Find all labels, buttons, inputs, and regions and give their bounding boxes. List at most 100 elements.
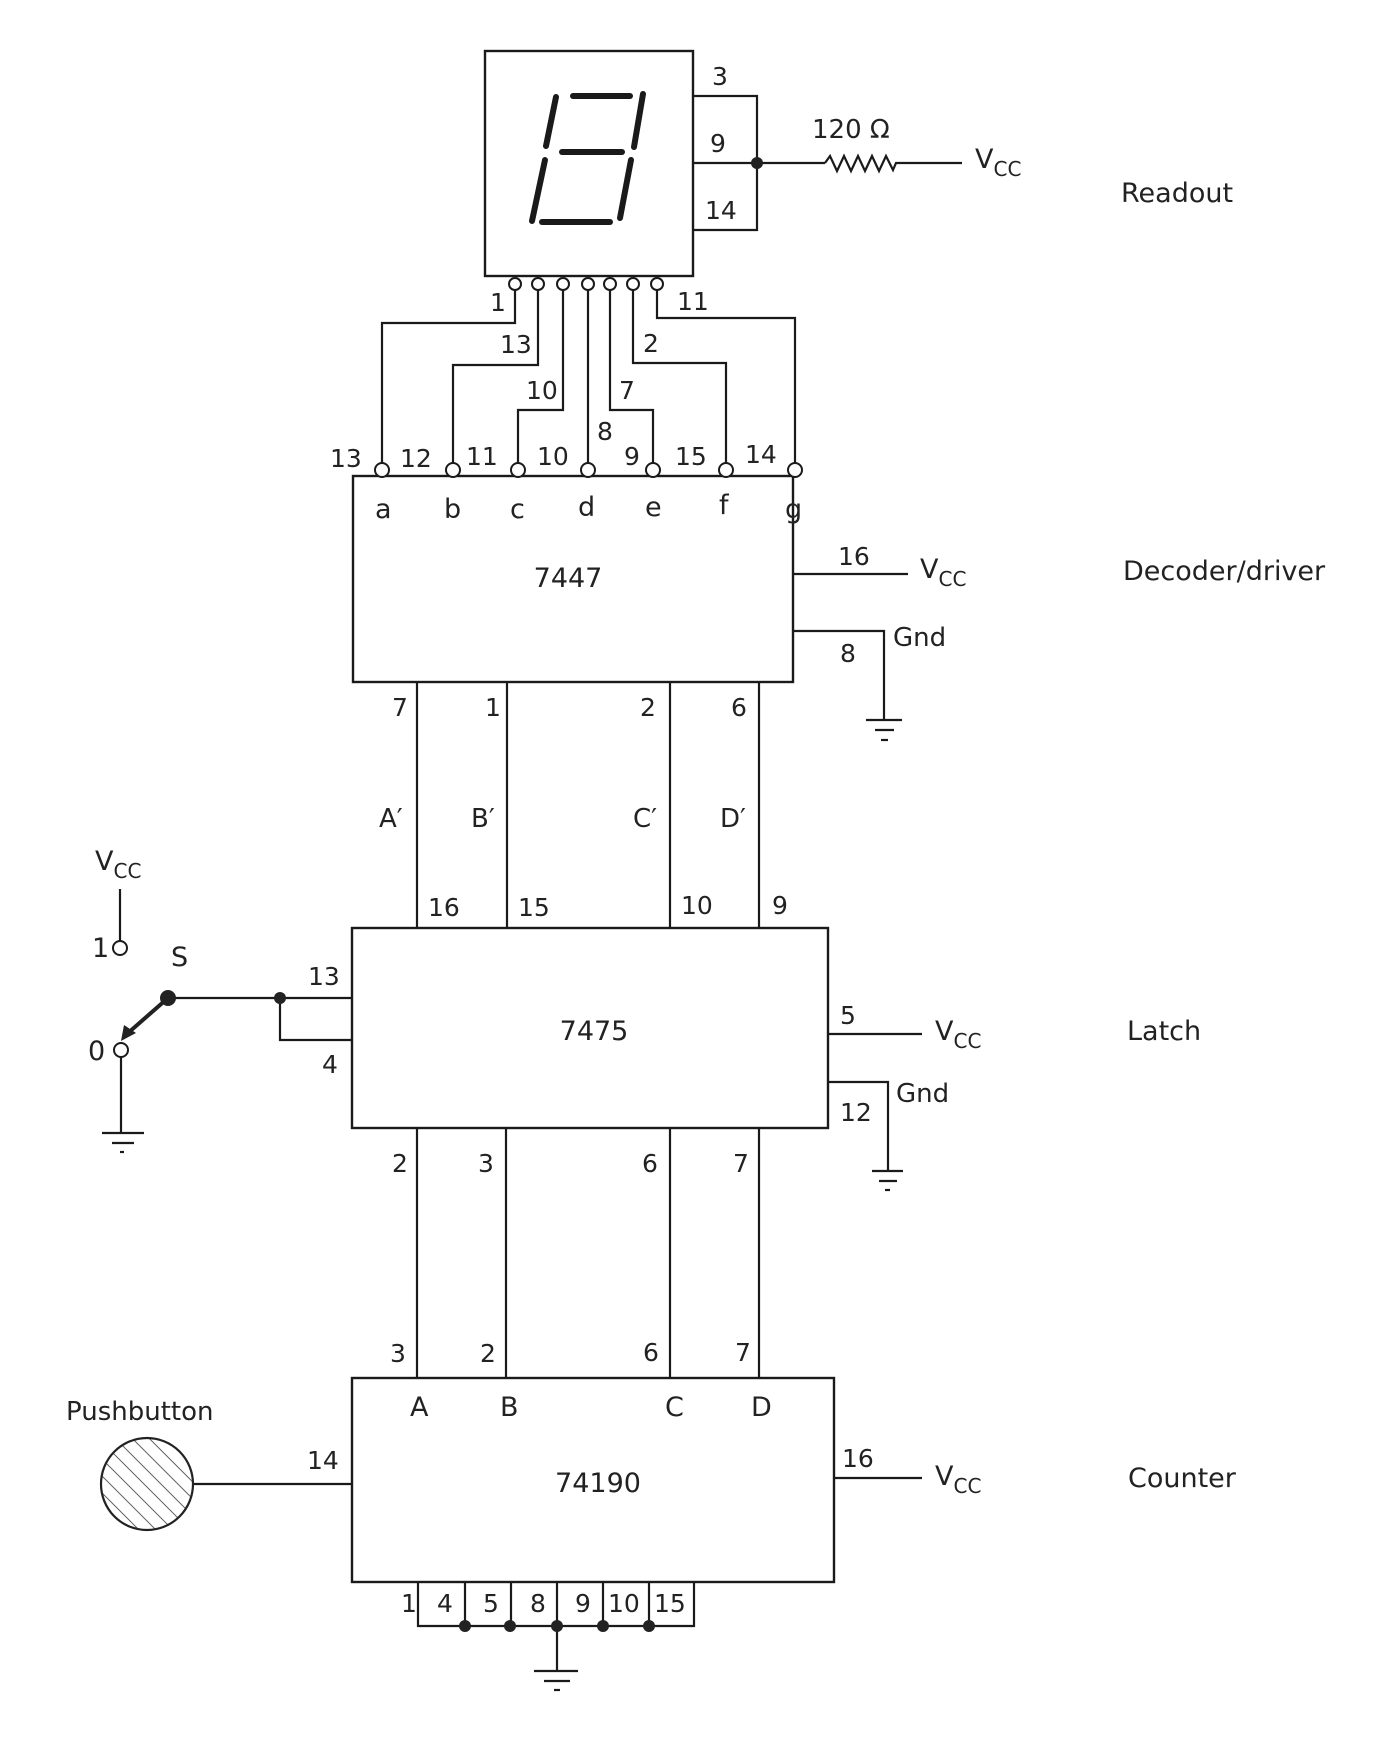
latch-pin-label: 12 — [840, 1098, 872, 1127]
pin-circle — [508, 277, 522, 291]
seven-segment-readout: 3 9 14 120 Ω VCC Readout — [483, 49, 1233, 278]
pin-circle — [531, 277, 545, 291]
latch-pin-label: 10 — [681, 891, 713, 920]
latch-pin-label: 3 — [478, 1149, 494, 1178]
readout-pin-label: 13 — [500, 330, 532, 359]
bus-line-label: A′ — [379, 804, 403, 834]
readout-pin-label: 10 — [526, 376, 558, 405]
vcc-label[interactable]: VCC — [95, 846, 141, 883]
readout-pin-label: 11 — [677, 287, 709, 316]
decoder-package — [351, 474, 795, 684]
pushbutton[interactable]: Pushbutton — [66, 1397, 213, 1532]
stage-label-decoder: Decoder/driver — [1123, 556, 1326, 587]
segment-name: c — [510, 494, 525, 525]
counter-pin-label: 4 — [437, 1589, 453, 1618]
decoder-pin-label: 8 — [840, 639, 856, 668]
decoder-pin-label: 15 — [675, 442, 707, 471]
segment-name: b — [444, 494, 461, 525]
decoder-pin-label: 16 — [838, 542, 870, 571]
latch-pin-label: 7 — [733, 1149, 749, 1178]
readout-pin-label: 2 — [643, 329, 659, 358]
arrow-head-icon[interactable] — [121, 1025, 136, 1041]
counter-pin-label: 6 — [643, 1338, 659, 1367]
ground-icon — [866, 718, 902, 742]
pin-circle — [581, 277, 595, 291]
ground-icon — [534, 1669, 578, 1692]
vcc-label: VCC — [935, 1461, 981, 1498]
readout-pin-label: 7 — [619, 376, 635, 405]
latch-7475: 7475 5 VCC 12 Gnd Latch 13 4 — [168, 926, 1201, 1192]
switch-name[interactable]: S — [171, 942, 188, 973]
segment-name: g — [785, 494, 802, 525]
resistor-icon — [824, 153, 962, 174]
resistor-value: 120 Ω — [812, 115, 890, 145]
latch-pin-label: 16 — [428, 893, 460, 922]
decoder-pin-label: 1 — [485, 693, 501, 722]
counter-pin-label: 5 — [483, 1589, 499, 1618]
gnd-label: Gnd — [893, 623, 946, 653]
switch-position-label[interactable]: 1 — [92, 933, 109, 964]
vcc-label: VCC — [975, 144, 1021, 181]
decoder-pin-label: 6 — [731, 693, 747, 722]
counter-output-name: C — [665, 1392, 684, 1423]
readout-package — [483, 49, 695, 278]
switch-s[interactable]: VCC 1 0 S — [88, 846, 188, 1154]
ground-icon[interactable] — [102, 1131, 144, 1154]
switch-contact-0[interactable] — [113, 1042, 129, 1058]
latch-pin-label: 2 — [392, 1149, 408, 1178]
readout-pin-label: 8 — [597, 417, 613, 446]
readout-pin-label: 3 — [712, 62, 728, 91]
segment-name: d — [578, 492, 595, 523]
readout-pin-label: 9 — [710, 129, 726, 158]
segment-name: e — [645, 492, 662, 523]
chip-number: 7475 — [560, 1016, 629, 1047]
counter-pin-label: 8 — [530, 1589, 546, 1618]
pushbutton-label[interactable]: Pushbutton — [66, 1397, 213, 1427]
pushbutton-icon[interactable] — [99, 1436, 195, 1532]
pin-circle — [603, 277, 617, 291]
latch-pin-label: 6 — [642, 1149, 658, 1178]
decoder-pin-label: 11 — [466, 442, 498, 471]
counter-pin-label: 15 — [654, 1589, 686, 1618]
junction-dot — [274, 992, 286, 1004]
counter-74190: A B C D 74190 16 VCC Counter 14 1 4 5 8 … — [193, 1376, 1237, 1692]
seven-segment-digit — [529, 91, 646, 225]
counter-output-name: A — [410, 1392, 429, 1423]
latch-pin-label: 4 — [322, 1050, 338, 1079]
bus-line-label: B′ — [471, 804, 495, 834]
chip-number: 7447 — [534, 563, 603, 594]
decoder-7447: 13 12 11 10 9 15 14 a b c d e f g 7447 1… — [330, 440, 1326, 742]
bus-latch-to-decoder: 7 1 2 6 A′ B′ C′ D′ 16 15 10 9 — [379, 682, 788, 927]
switch-contact-1[interactable] — [112, 940, 128, 956]
latch-pin-label: 9 — [772, 891, 788, 920]
segment-b — [631, 91, 646, 150]
segment-name: f — [719, 490, 730, 521]
vcc-label: VCC — [920, 554, 966, 591]
latch-package — [350, 926, 830, 1130]
counter-pin-label: 1 — [401, 1589, 417, 1618]
decoder-pin-label: 14 — [745, 440, 777, 469]
latch-pin-label: 15 — [518, 893, 550, 922]
pin-circle — [626, 277, 640, 291]
stage-label-readout: Readout — [1121, 178, 1233, 209]
counter-pin-label: 16 — [842, 1444, 874, 1473]
counter-pin-label: 10 — [608, 1589, 640, 1618]
decoder-pin-label: 12 — [400, 444, 432, 473]
counter-output-name: B — [500, 1392, 519, 1423]
segment-c — [617, 157, 634, 221]
pin-circle — [556, 277, 570, 291]
bus-line-label: D′ — [720, 804, 746, 834]
switch-lever[interactable] — [126, 996, 170, 1035]
stage-label-latch: Latch — [1127, 1016, 1201, 1047]
bus-line-label: C′ — [633, 804, 657, 834]
decoder-pin-label: 7 — [392, 693, 408, 722]
vcc-label: VCC — [935, 1016, 981, 1053]
readout-pin-label: 1 — [490, 288, 506, 317]
switch-position-label[interactable]: 0 — [88, 1036, 105, 1067]
gnd-label: Gnd — [896, 1079, 949, 1109]
decoder-pin-label: 13 — [330, 444, 362, 473]
counter-pin-label: 3 — [390, 1339, 406, 1368]
decoder-pin-label: 10 — [537, 442, 569, 471]
counter-pin-label: 9 — [575, 1589, 591, 1618]
